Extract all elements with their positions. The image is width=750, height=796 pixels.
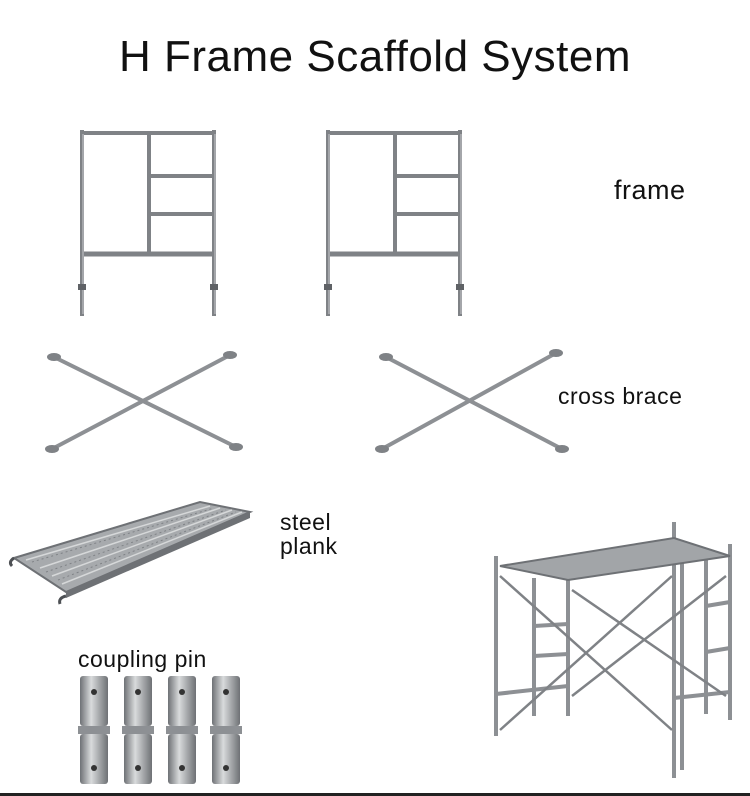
cross-brace-image-left — [45, 351, 243, 453]
page-title: H Frame Scaffold System — [119, 32, 631, 81]
bottom-divider — [0, 793, 750, 796]
coupling-pins-image — [78, 676, 242, 784]
steel-plank-label-line1: steel — [280, 509, 332, 535]
frame-label: frame — [614, 175, 686, 205]
assembled-scaffold-image — [494, 522, 732, 778]
frame-image-left — [78, 130, 218, 316]
coupling-pin-3 — [166, 676, 198, 784]
frame-image-right — [324, 130, 464, 316]
steel-plank-image — [8, 500, 254, 605]
coupling-pin-1 — [78, 676, 110, 784]
cross-brace-label: cross brace — [558, 383, 683, 409]
steel-plank-label-line2: plank — [280, 533, 338, 559]
cross-brace-image-right — [375, 349, 569, 453]
steel-plank-label: steel plank — [280, 510, 380, 558]
coupling-pin-label: coupling pin — [78, 646, 207, 672]
coupling-pin-4 — [210, 676, 242, 784]
coupling-pin-2 — [122, 676, 154, 784]
